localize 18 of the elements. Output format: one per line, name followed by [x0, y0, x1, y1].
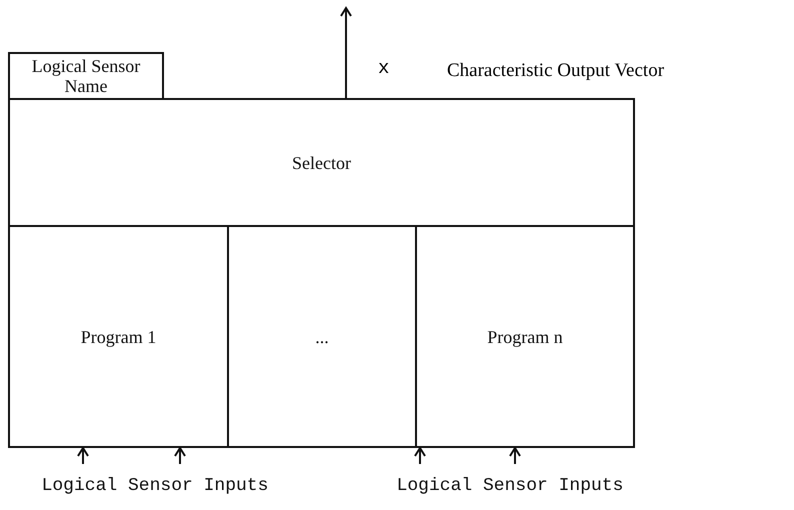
arrow	[77, 447, 89, 464]
selector-box	[8, 98, 635, 227]
box-label: Program 1	[80, 326, 156, 346]
input-label: Logical Sensor Inputs	[395, 464, 625, 508]
arrow	[340, 7, 352, 98]
arrow	[174, 447, 186, 464]
input-label: Logical Sensor Inputs	[40, 464, 270, 508]
name-tab-box	[8, 52, 164, 100]
box-label: ...	[315, 326, 329, 346]
arrow	[414, 447, 426, 464]
box-label: Program n	[487, 326, 563, 346]
box-label: Selector	[292, 152, 351, 172]
arrow	[509, 447, 521, 464]
program-box	[8, 225, 229, 448]
edge-label: x	[378, 58, 390, 78]
program-box	[415, 225, 635, 448]
output-label: Characteristic Output Vector	[447, 60, 664, 82]
box-title: Logical Sensor Name	[30, 56, 142, 96]
